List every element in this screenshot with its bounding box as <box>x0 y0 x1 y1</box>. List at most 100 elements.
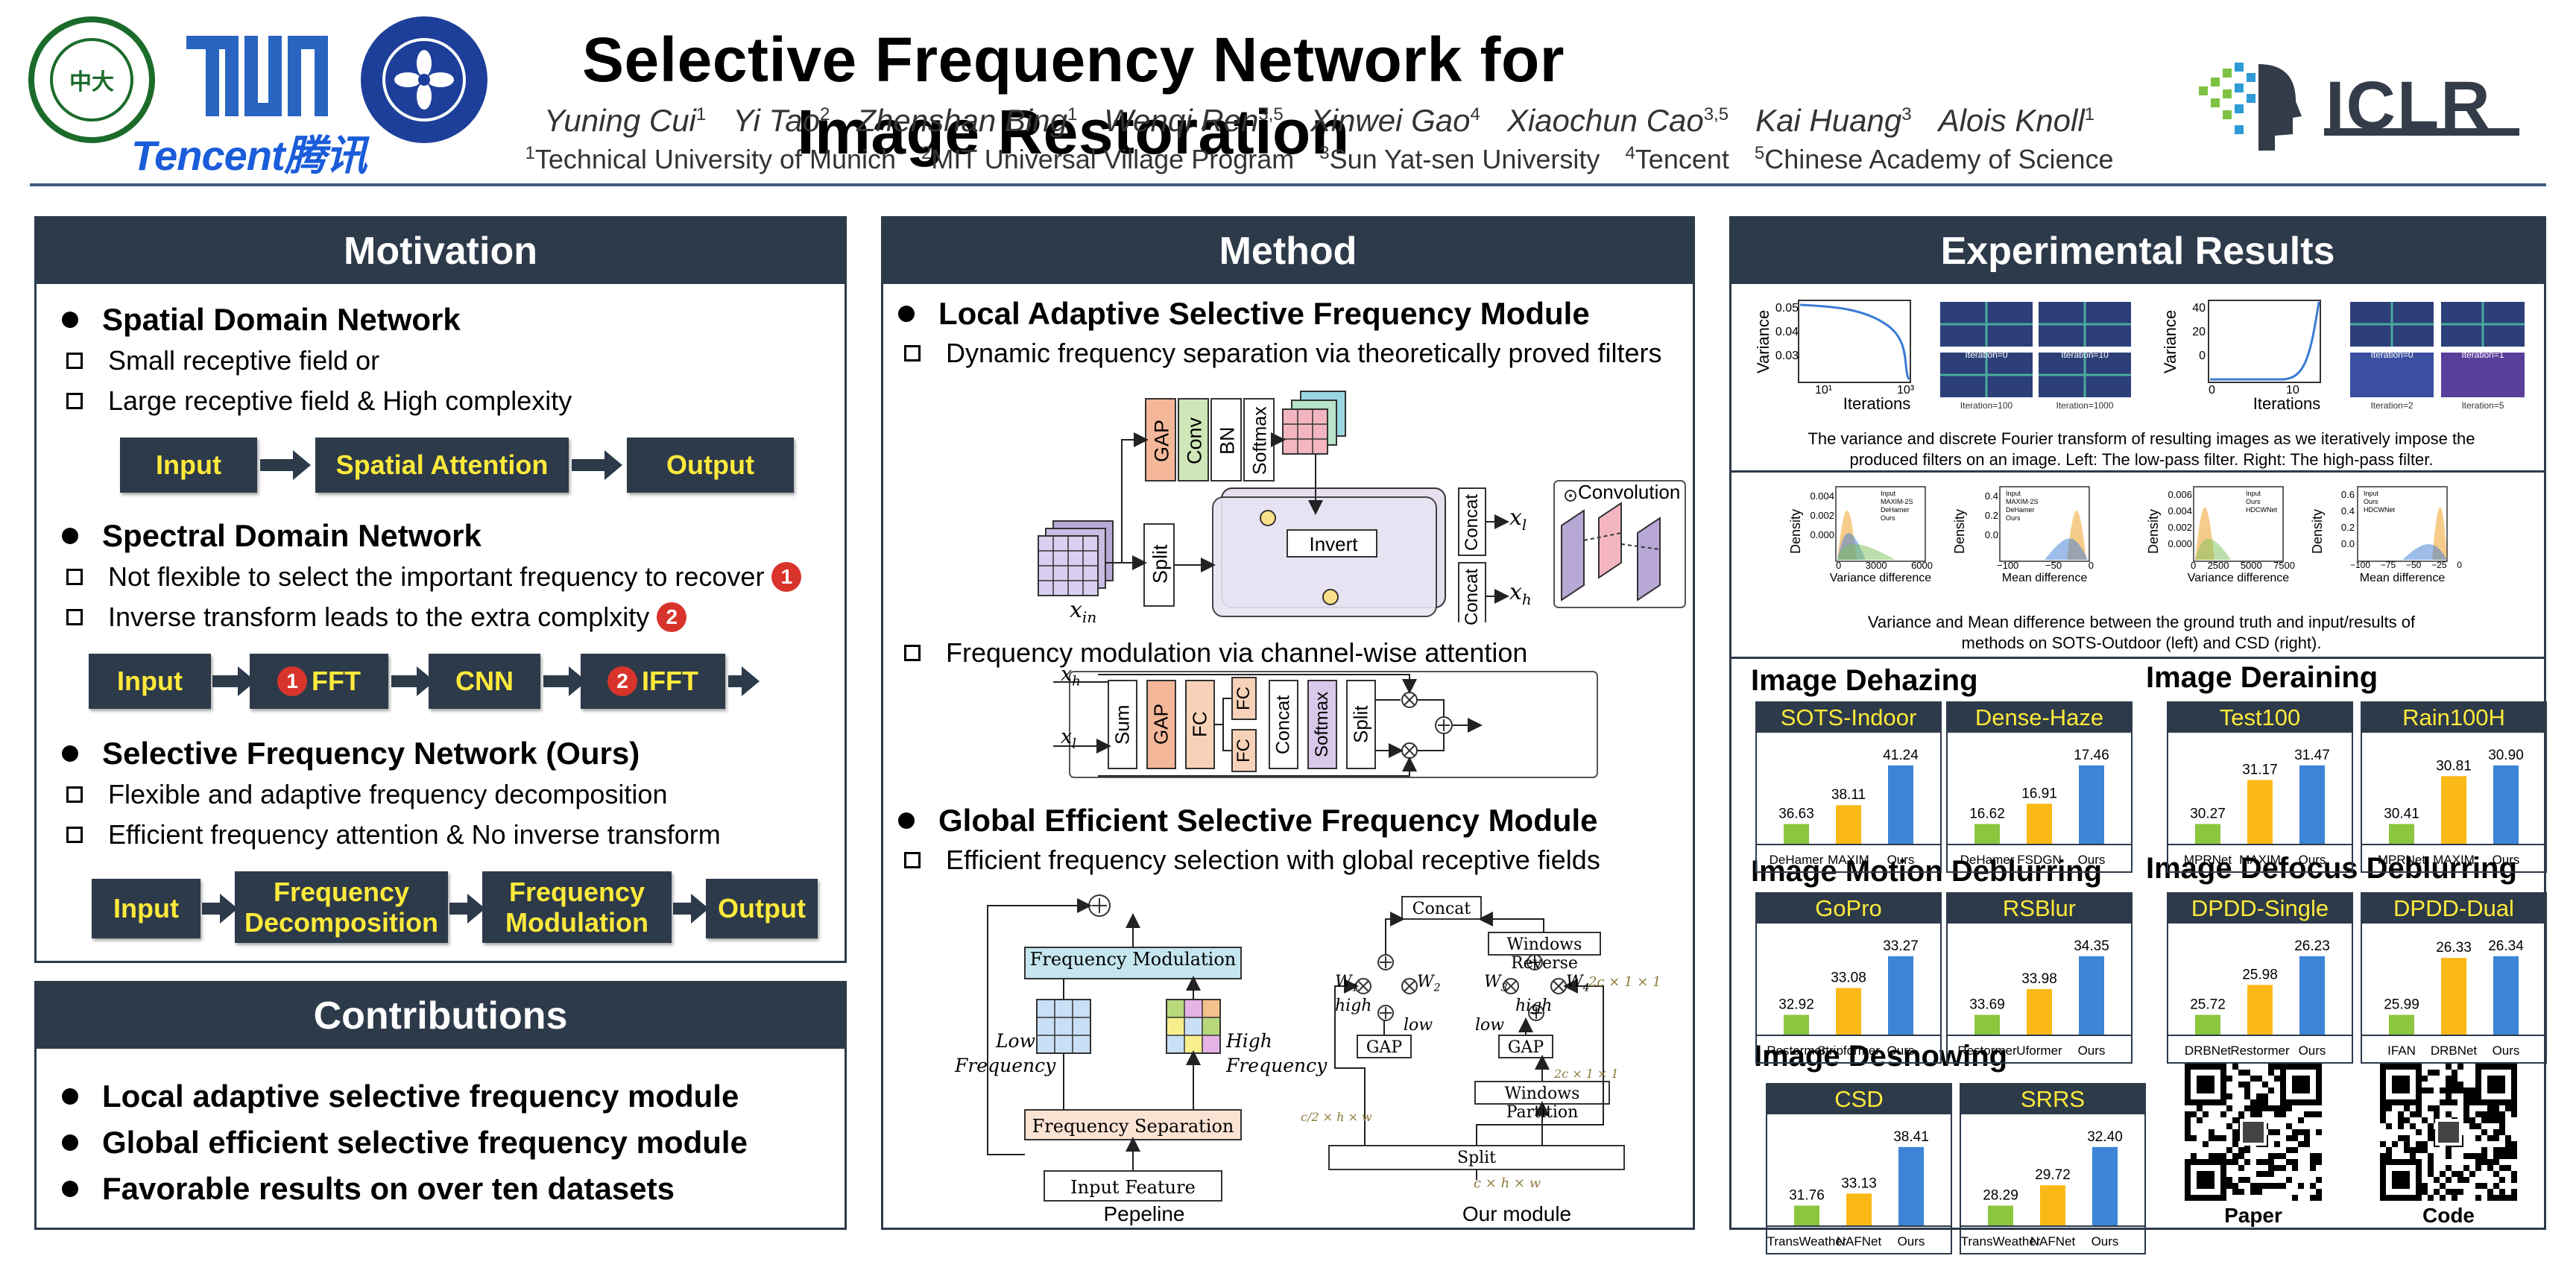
global-item: Efficient frequency selection with globa… <box>904 845 1600 876</box>
bar-value-label: 28.29 <box>1983 1187 2018 1203</box>
author: Yi Tao2 <box>733 103 830 138</box>
density-ylabel: Density <box>2310 508 2325 555</box>
chart-title: GoPro <box>1757 894 1940 924</box>
bar <box>2441 958 2466 1035</box>
paper-label: Paper <box>2224 1204 2282 1227</box>
w4-label: W4 <box>1566 973 1590 994</box>
bar-value-label: 30.27 <box>2190 806 2226 821</box>
bar-value-label: 31.17 <box>2242 763 2278 778</box>
category-label: Uformer <box>2016 1044 2062 1058</box>
convolution-legend-label: Convolution <box>1578 481 1681 503</box>
fc2-label: FC <box>1234 739 1254 763</box>
bullet-box <box>904 645 921 661</box>
bar-value-label: 26.34 <box>2488 938 2524 954</box>
contribution-item: Local adaptive selective frequency modul… <box>62 1079 739 1114</box>
multiply-icon <box>1260 510 1276 526</box>
bullet-box <box>66 827 83 843</box>
pipeline-diagram <box>987 894 1242 1202</box>
bullet-dot <box>62 745 78 762</box>
low-label: low <box>1404 1016 1433 1035</box>
filter-cube-icon <box>1282 391 1346 455</box>
bar-value-label: 31.47 <box>2294 748 2330 763</box>
flow-arrow <box>543 666 587 696</box>
category-label: Ours <box>2493 853 2520 867</box>
bar <box>2092 1146 2118 1226</box>
split-label: Split <box>1149 544 1172 584</box>
bar-value-label: 26.23 <box>2294 938 2330 954</box>
concat-block <box>1269 680 1298 769</box>
flow-arrow <box>260 450 311 480</box>
qr-pattern-icon <box>2185 1064 2322 1201</box>
code-qr-code[interactable] <box>2380 1064 2517 1201</box>
contributions-title: Contributions <box>37 983 845 1049</box>
cas-logo <box>361 16 487 143</box>
author: Wenqi Ren3,5 <box>1104 103 1284 138</box>
chart-title: DPDD-Dual <box>2362 894 2545 924</box>
category-label: TransWeather <box>1961 1234 2041 1248</box>
category-label: MPRNet <box>2378 853 2426 867</box>
dim-label: c/2 × h × w <box>1301 1110 1372 1124</box>
chart-title: Rain100H <box>2362 703 2545 733</box>
flow-arrow <box>202 894 238 924</box>
bar <box>2247 780 2273 845</box>
category-label: Ours <box>2092 1234 2119 1248</box>
header-divider <box>30 183 2546 186</box>
fourier-tiles-right <box>2350 302 2525 397</box>
bar-value-label: 16.62 <box>1969 806 2005 821</box>
w2-label: W2 <box>1417 973 1441 994</box>
local-item: Frequency modulation via channel-wise at… <box>904 637 1527 669</box>
category-label: MAXIM <box>1828 853 1869 867</box>
split-label: Split <box>1349 705 1372 744</box>
bar-value-label: 30.81 <box>2436 758 2472 774</box>
low-frequency-grid-icon <box>1036 999 1091 1054</box>
split-block <box>1328 1145 1625 1170</box>
contribution-item: Global efficient selective frequency mod… <box>62 1125 748 1161</box>
bar-value-label: 41.24 <box>1883 748 1919 763</box>
paper-qr-code[interactable] <box>2185 1064 2322 1201</box>
bar-value-label: 25.98 <box>2242 967 2278 982</box>
category-label: Ours <box>2299 853 2326 867</box>
tile-label: Iteration=100 <box>1960 400 2013 411</box>
flow-frequency-decomposition: Frequency Decomposition <box>235 871 448 943</box>
gap-block <box>1146 680 1176 769</box>
bar-value-label: 32.92 <box>1778 997 1814 1012</box>
concat-block <box>1401 896 1482 920</box>
concat-bottom-label: Concat <box>1462 568 1482 626</box>
sfnet-item: Efficient frequency attention & No inver… <box>66 819 721 850</box>
local-item: Dynamic frequency separation via theoret… <box>904 338 1661 369</box>
author: Yuning Cui1 <box>543 103 707 138</box>
tile-label: Iteration=5 <box>2461 400 2504 411</box>
bar-value-label: 33.13 <box>1841 1175 1877 1191</box>
author: Kai Huang3 <box>1755 103 1912 138</box>
bar <box>2079 956 2104 1035</box>
bar <box>2299 765 2325 845</box>
density-xlabel: Variance difference <box>2187 572 2290 584</box>
split-block <box>1346 680 1376 769</box>
w3-label: W3 <box>1484 973 1508 994</box>
bar <box>2389 824 2414 845</box>
split-label: Split <box>1456 1149 1497 1167</box>
category-label: IFAN <box>2387 1044 2416 1058</box>
bar-value-label: 31.76 <box>1789 1187 1825 1203</box>
xl-input-label: xl <box>1061 725 1076 752</box>
category-label: Ours <box>1887 1044 1915 1058</box>
category-label: FSDGN <box>2017 853 2062 867</box>
windows-partition-block <box>1474 1081 1610 1105</box>
category-label: Restormer <box>1767 1044 1826 1058</box>
bar-value-label: 16.91 <box>2021 786 2057 801</box>
bar-value-label: 30.90 <box>2488 748 2524 763</box>
